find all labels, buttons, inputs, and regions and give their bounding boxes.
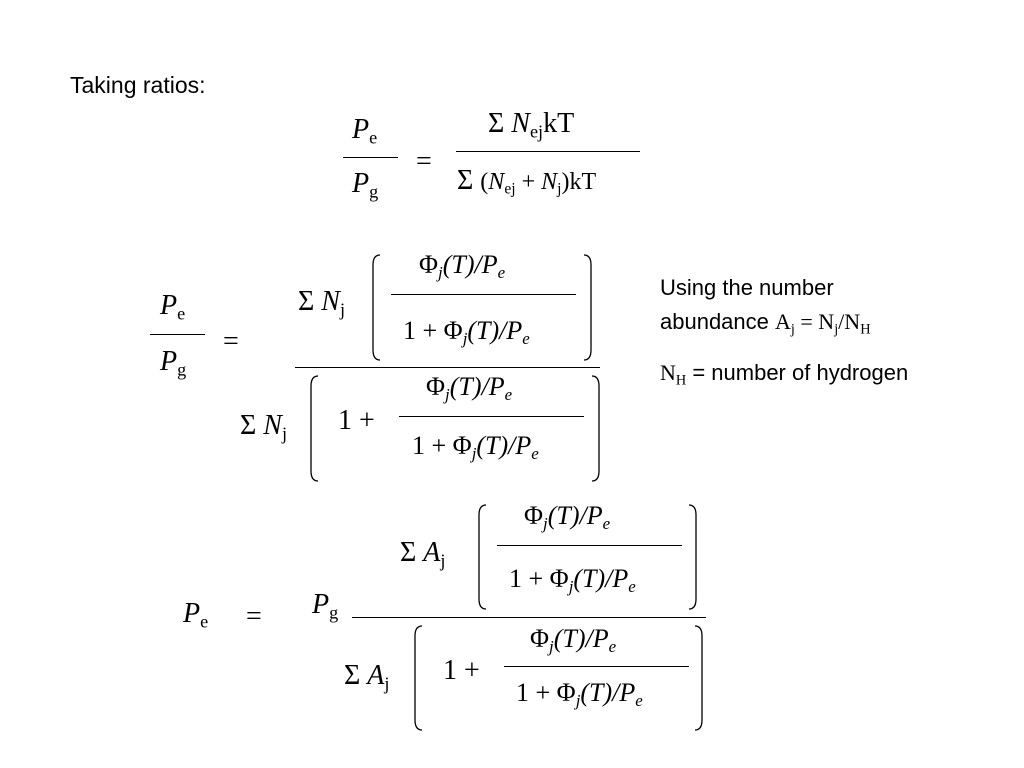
phi-ratio: Φj(T)/Pe — [426, 372, 513, 405]
main-fraction-bar — [295, 367, 600, 368]
fraction-bar — [399, 416, 584, 417]
one-plus-phi-ratio: 1 + Φj(T)/Pe — [516, 678, 643, 711]
one-plus-phi-ratio: 1 + Φj(T)/Pe — [403, 316, 530, 349]
one-plus: 1 + — [443, 655, 480, 686]
fraction-bar — [343, 157, 398, 158]
left-bracket — [372, 254, 381, 361]
one-plus-phi-ratio: 1 + Φj(T)/Pe — [509, 564, 636, 597]
pg-denominator: Pg — [352, 168, 379, 202]
sum-aj: Σ Aj — [400, 537, 446, 571]
sum-aj: Σ Aj — [344, 660, 390, 694]
equals-sign: = — [223, 326, 239, 357]
note-line-2: abundance Aj = Nj/NH — [660, 309, 871, 338]
pe-numerator: Pe — [160, 290, 186, 324]
note-line-1: Using the number — [660, 275, 834, 300]
right-bracket — [694, 625, 703, 731]
note-line-3: NH = number of hydrogen — [660, 360, 909, 389]
main-fraction-bar — [352, 617, 706, 618]
equals-sign: = — [246, 601, 262, 632]
pg-factor: Pg — [312, 589, 339, 623]
page-heading: Taking ratios: — [70, 72, 206, 98]
pe-left: Pe — [183, 598, 209, 632]
fraction-bar — [456, 151, 640, 152]
phi-ratio: Φj(T)/Pe — [530, 624, 617, 657]
right-bracket — [688, 504, 697, 610]
fraction-bar — [150, 334, 205, 335]
fraction-bar — [504, 666, 689, 667]
right-bracket — [583, 254, 592, 361]
sum-nej-kt: Σ NejkT — [488, 108, 575, 142]
one-plus-phi-ratio: 1 + Φj(T)/Pe — [412, 431, 539, 464]
one-plus: 1 + — [338, 405, 375, 436]
right-bracket — [591, 375, 600, 482]
sum-nej-plus-nj-kt: Σ (Nej + Nj)kT — [457, 165, 597, 198]
sum-nj: Σ Nj — [298, 286, 346, 320]
sum-nj: Σ Nj — [240, 410, 288, 444]
fraction-bar — [391, 294, 576, 295]
left-bracket — [478, 504, 487, 610]
left-bracket — [310, 375, 319, 482]
phi-ratio: Φj(T)/Pe — [419, 250, 506, 283]
equals-sign: = — [416, 146, 432, 177]
fraction-bar — [497, 545, 682, 546]
pg-denominator: Pg — [160, 346, 187, 380]
phi-ratio: Φj(T)/Pe — [524, 501, 611, 534]
pe-numerator: Pe — [352, 114, 378, 148]
left-bracket — [414, 625, 423, 731]
